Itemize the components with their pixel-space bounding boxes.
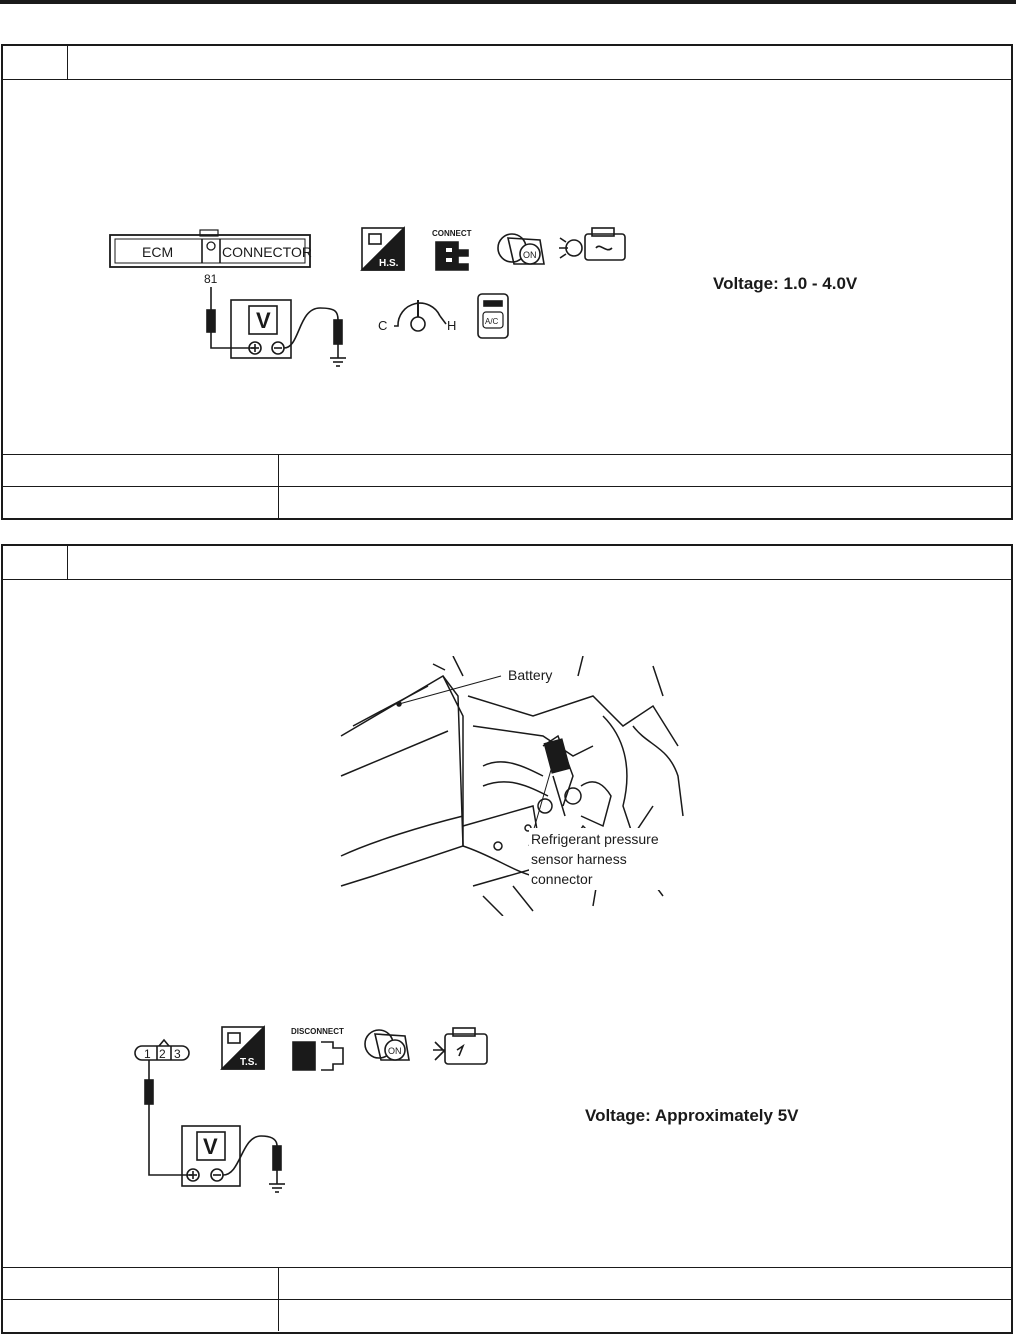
step-2-voltage-spec: Voltage: Approximately 5V: [585, 1106, 799, 1125]
step-2-header: [3, 546, 1011, 580]
step-2-result-row-2-left: [3, 1300, 279, 1331]
voltmeter-2-v-label: V: [203, 1134, 218, 1159]
ignition-on-label-2: ON: [388, 1046, 402, 1056]
engine-bay-illustration: Battery Refrigerant pressure sensor harn…: [340, 656, 687, 916]
step-2-box: Battery Refrigerant pressure sensor harn…: [1, 544, 1013, 1334]
hs-label: H.S.: [379, 258, 399, 269]
throttle-switch-icon: T.S.: [220, 1025, 265, 1070]
sensor-label-line-2: sensor harness: [531, 851, 627, 867]
connect-label: CONNECT: [432, 229, 472, 238]
connector-label: CONNECTOR: [222, 244, 312, 260]
pin-1-label: 1: [144, 1047, 151, 1061]
step-1-result-row-1: [3, 454, 1011, 486]
disconnect-icon: DISCONNECT: [291, 1027, 344, 1071]
step-1-result-row-2: [3, 486, 1011, 518]
voltmeter-circuit: V: [206, 287, 346, 367]
engine-running-icon: [559, 227, 626, 261]
disconnect-label: DISCONNECT: [291, 1027, 344, 1036]
step-2-number-cell: [3, 546, 68, 579]
step-2-result-row-1: [3, 1267, 1011, 1299]
pin-2-label: 2: [159, 1047, 166, 1061]
sensor-connector: 1 2 3: [134, 1038, 190, 1061]
step-1-diagram: ECM CONNECTOR 81 V: [109, 226, 626, 367]
ignition-on-label: ON: [523, 250, 537, 260]
pin-3-label: 3: [174, 1047, 181, 1061]
ignition-on-icon: ON: [497, 233, 545, 265]
ecm-label: ECM: [142, 244, 173, 260]
ts-label: T.S.: [240, 1057, 257, 1068]
ecm-connector: ECM CONNECTOR: [109, 229, 312, 268]
ac-switch-icon: A/C: [477, 293, 509, 339]
step-2-result-row-1-left: [3, 1268, 279, 1299]
step-1-number-cell: [3, 46, 68, 79]
engine-stopped-icon: [433, 1027, 488, 1065]
step-1-result-row-1-left: [3, 455, 279, 486]
step-2-diagram: 1 2 3 V: [134, 1025, 488, 1193]
ignition-on-icon-2: ON: [364, 1029, 410, 1061]
page-top-rule: [0, 0, 1016, 4]
connect-icon: CONNECT: [432, 229, 472, 271]
voltmeter-circuit-2: V: [144, 1060, 285, 1193]
ac-label: A/C: [485, 317, 499, 326]
step-1-header: [3, 46, 1011, 80]
sensor-label-line-1: Refrigerant pressure: [531, 831, 659, 847]
step-1-voltage-spec: Voltage: 1.0 - 4.0V: [713, 274, 858, 293]
temp-cold-label: C: [378, 318, 387, 333]
sensor-label-line-3: connector: [531, 871, 593, 887]
terminal-81-label: 81: [204, 272, 218, 286]
step-2-result-row-2: [3, 1299, 1011, 1331]
step-1-box: ECM CONNECTOR 81 V: [1, 44, 1013, 520]
step-1-result-row-2-left: [3, 487, 279, 518]
temp-hot-label: H: [447, 318, 456, 333]
hood-switch-icon: H.S.: [360, 226, 405, 271]
battery-label: Battery: [508, 667, 552, 683]
voltmeter-v-label: V: [256, 308, 271, 333]
temperature-gauge-icon: C H: [378, 300, 456, 333]
